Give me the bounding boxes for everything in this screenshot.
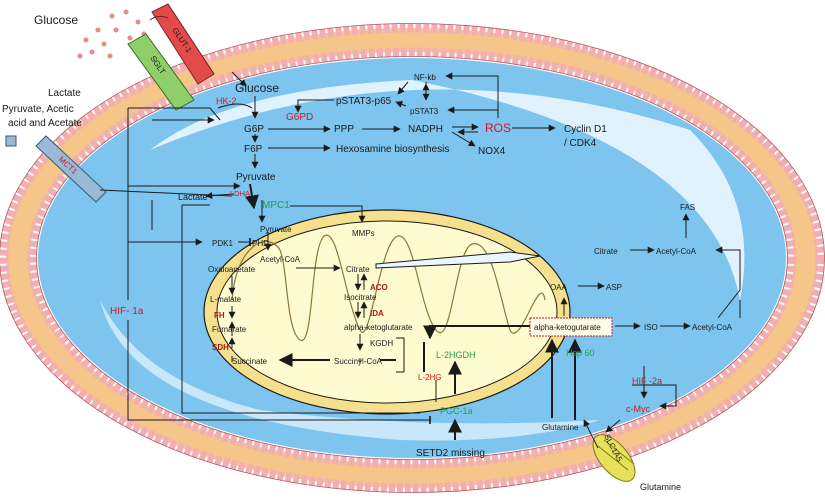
label-pyruvate-mito: Pyruvate: [260, 225, 292, 234]
label-hk2: HK-2: [216, 96, 237, 106]
label-pyruvate-outside: Pyruvate, Acetic: [2, 104, 74, 115]
mct1-transporter: [35, 135, 107, 203]
label-ros: ROS: [485, 121, 511, 135]
label-kgdh: KGDH: [370, 339, 393, 348]
label-pstat3: pSTAT3: [410, 107, 439, 116]
label-nfkb: NF-kb: [414, 73, 436, 82]
label-ida: IDA: [370, 309, 384, 318]
label-cmyc: c-Myc: [626, 404, 650, 414]
glut1-transporter: [149, 3, 215, 85]
label-mmps: MMPs: [352, 229, 375, 238]
label-citrate-mito: Citrate: [346, 265, 370, 274]
label-isocitrate: Isocitrate: [344, 293, 377, 302]
label-nadph: NADPH: [408, 124, 443, 135]
label-lactate-outside: Lactate: [48, 88, 81, 99]
label-pyruvate-cyto: Pyruvate: [236, 172, 276, 183]
label-asp: ASP: [606, 283, 622, 292]
label-akg-cyto: alpha-ketogutarate: [534, 323, 601, 332]
label-fas: FAS: [680, 203, 695, 212]
label-lactate-in: Lactate: [178, 192, 208, 202]
label-glutamine-in: Glutamine: [542, 423, 579, 432]
lactate-particle: [5, 135, 17, 147]
label-fumarate: Fumarate: [212, 325, 247, 334]
label-acid-outside: acid and Acetate: [8, 118, 82, 129]
label-cdk4: / CDK4: [564, 138, 597, 149]
label-l2hg: L-2HG: [418, 373, 442, 382]
label-pdk1: PDK1: [212, 239, 233, 248]
label-glutamine-out: Glutamine: [640, 482, 681, 492]
akg-box: [529, 317, 613, 337]
glucose-dots: [77, 9, 147, 59]
label-aco: ACO: [370, 283, 388, 292]
slc1a5-transporter: [592, 434, 636, 482]
label-glucose-in: Glucose: [235, 81, 279, 95]
label-phd: PHD: [252, 239, 269, 248]
label-hif2a: HIF -2a: [632, 376, 662, 386]
label-ppp: PPP: [334, 124, 354, 135]
cell-membrane: [0, 23, 825, 493]
label-oaa: OAA: [550, 283, 568, 292]
label-succinylcoa: Succinyl-CoA: [334, 357, 383, 366]
label-acetylcoa-right: Acetyl-CoA: [692, 323, 733, 332]
label-ldha: LDHA: [230, 189, 250, 198]
label-succinate: Succinate: [232, 357, 268, 366]
label-g6pd: G6PD: [286, 112, 313, 123]
label-pgc1a: PGC-1a: [440, 406, 473, 416]
label-acetylcoa-mito: Acetyl-CoA: [260, 255, 301, 264]
label-l2hgdh: L-2HGDH: [436, 350, 476, 360]
label-hexosamine: Hexosamine biosynthesis: [336, 144, 449, 155]
diagram-labels: Glucose GLUT-1 SGLT Lactate Pyruvate, Ac…: [2, 13, 733, 492]
label-sdh: SDH: [212, 343, 229, 352]
label-oxaloacetate: Oxaloacetate: [208, 265, 256, 274]
label-glucose-outside: Glucose: [34, 13, 78, 27]
label-hif1a: HIF- 1a: [110, 306, 144, 317]
label-cyclin: Cyclin D1: [564, 124, 607, 135]
label-mpc1: MPC1: [262, 200, 290, 211]
sglt-transporter: [127, 33, 195, 111]
label-pstat3-p65: pSTAT3-p65: [336, 96, 392, 107]
label-citrate-cyto: Citrate: [594, 247, 618, 256]
label-hsp60: Hsp 60: [566, 348, 595, 358]
label-g6p: G6P: [244, 124, 264, 135]
label-f6p: F6P: [244, 144, 263, 155]
label-acetylcoa-top: Acetyl-CoA: [656, 247, 697, 256]
label-iso: ISO: [644, 323, 658, 332]
label-akg-mito: alpha-ketoglutarate: [344, 323, 413, 332]
label-fh: FH: [214, 311, 225, 320]
label-setd2: SETD2 missing: [416, 448, 485, 459]
label-nox4: NOX4: [478, 146, 506, 157]
pathway-arrows: [99, 71, 741, 449]
label-lmalate: L-malate: [210, 295, 242, 304]
